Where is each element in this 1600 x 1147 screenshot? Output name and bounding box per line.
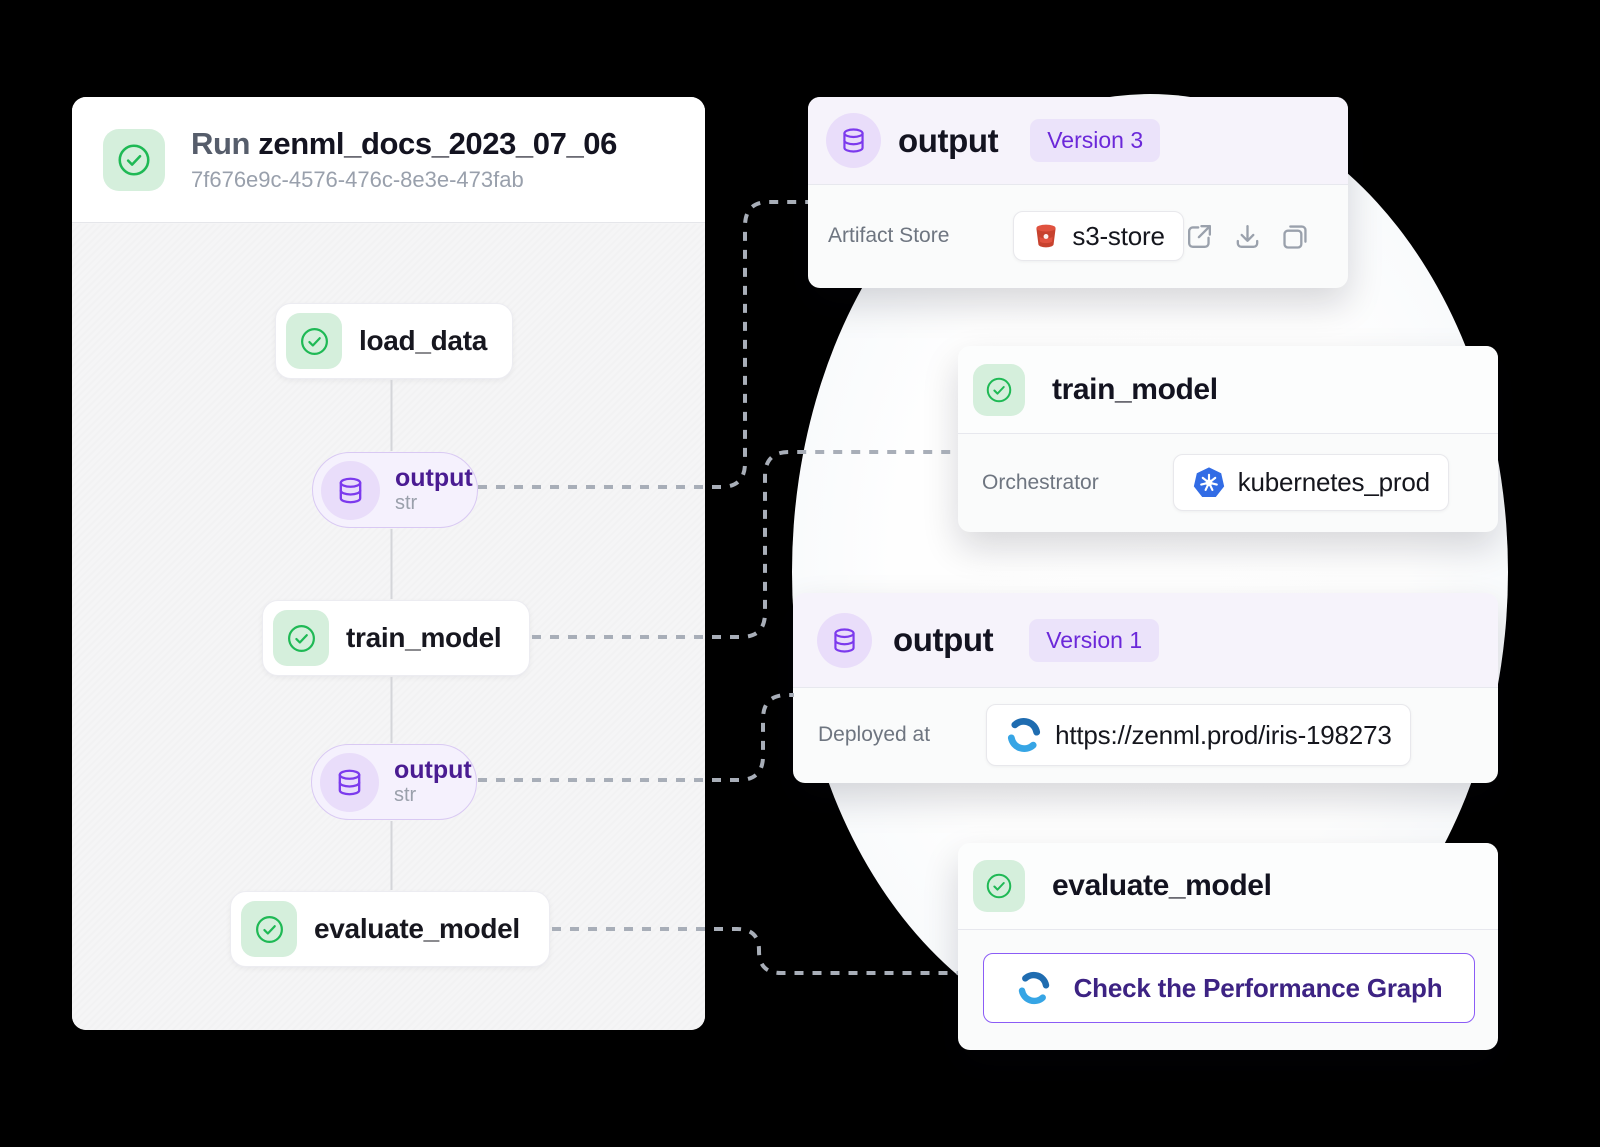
database-icon xyxy=(320,752,379,812)
card-body: Deployed at https://zenml.prod/iris-1982… xyxy=(793,688,1498,782)
card-header: train_model xyxy=(958,346,1498,434)
step-label: evaluate_model xyxy=(314,913,520,944)
field-label: Artifact Store xyxy=(828,224,950,247)
field-label: Deployed at xyxy=(818,723,931,746)
deployment-url-chip[interactable]: https://zenml.prod/iris-198273 xyxy=(986,704,1411,766)
artifact-detail-card-v3: output Version 3 Artifact Store s3-store xyxy=(808,97,1348,288)
card-title: train_model xyxy=(1052,372,1218,406)
artifact-actions xyxy=(1184,221,1311,252)
step-success-check-icon xyxy=(973,860,1025,912)
artifact-label: output xyxy=(395,463,473,492)
chip-label: https://zenml.prod/iris-198273 xyxy=(1055,719,1392,750)
database-icon xyxy=(321,460,380,520)
run-title-name: zenml_docs_2023_07_06 xyxy=(258,126,617,162)
sync-icon xyxy=(1008,718,1041,752)
dag-node-train-model[interactable]: train_model xyxy=(262,600,530,676)
dag-node-output-1[interactable]: output str xyxy=(312,452,478,528)
artifact-type: str xyxy=(395,492,418,515)
sync-icon xyxy=(1018,971,1049,1005)
step-success-check-icon xyxy=(241,901,297,957)
card-title: evaluate_model xyxy=(1052,869,1272,902)
step-detail-card-evaluate: evaluate_model Check the Performance Gra… xyxy=(958,843,1498,1050)
card-body: Orchestrator kubernetes_prod xyxy=(958,434,1498,531)
card-title: output xyxy=(898,121,999,159)
download-button[interactable] xyxy=(1232,221,1263,252)
database-icon xyxy=(817,612,872,668)
database-icon xyxy=(826,113,881,168)
dag-node-evaluate-model[interactable]: evaluate_model xyxy=(230,891,550,967)
card-body: Check the Performance Graph xyxy=(958,930,1498,1049)
step-success-check-icon xyxy=(973,363,1025,416)
external-link-icon xyxy=(1187,224,1211,248)
card-header: evaluate_model xyxy=(958,843,1498,930)
s3-icon xyxy=(1036,224,1056,248)
run-title: Run zenml_docs_2023_07_06 xyxy=(191,126,617,162)
card-title: output xyxy=(893,621,994,658)
step-detail-card-train: train_model Orchestrator kubernetes_prod xyxy=(958,346,1498,532)
run-id: 7f676e9c-4576-476c-8e3e-473fab xyxy=(191,166,524,192)
artifact-texts: output str xyxy=(395,463,473,516)
step-label: load_data xyxy=(359,325,488,356)
button-label: Check the Performance Graph xyxy=(1073,972,1443,1003)
card-header: output Version 1 xyxy=(793,593,1498,688)
card-body: Artifact Store s3-store xyxy=(808,185,1348,287)
dag-node-load-data[interactable]: load_data xyxy=(275,303,513,379)
version-badge: Version 1 xyxy=(1029,618,1160,662)
run-titles: Run zenml_docs_2023_07_06 7f676e9c-4576-… xyxy=(191,126,617,193)
run-header: Run zenml_docs_2023_07_06 7f676e9c-4576-… xyxy=(72,97,705,223)
step-success-check-icon xyxy=(286,313,342,369)
artifact-type: str xyxy=(394,784,417,807)
orchestrator-chip[interactable]: kubernetes_prod xyxy=(1172,454,1449,511)
version-badge: Version 3 xyxy=(1030,119,1161,162)
run-success-check-icon xyxy=(103,128,165,191)
artifact-texts: output str xyxy=(394,755,472,808)
artifact-label: output xyxy=(394,755,472,784)
chip-label: kubernetes_prod xyxy=(1237,467,1430,497)
dag-node-output-2[interactable]: output str xyxy=(311,744,477,820)
field-label: Orchestrator xyxy=(982,470,1099,494)
open-external-button[interactable] xyxy=(1184,221,1215,252)
copy-button[interactable] xyxy=(1280,221,1311,252)
step-success-check-icon xyxy=(273,610,329,666)
check-performance-graph-button[interactable]: Check the Performance Graph xyxy=(983,953,1475,1023)
card-header: output Version 3 xyxy=(808,97,1348,185)
run-title-prefix: Run xyxy=(191,126,259,162)
download-icon xyxy=(1236,224,1259,248)
kubernetes-icon xyxy=(1193,466,1224,497)
artifact-detail-card-v1: output Version 1 Deployed at https://zen… xyxy=(793,593,1498,783)
artifact-store-chip[interactable]: s3-store xyxy=(1013,211,1184,261)
step-label: train_model xyxy=(346,622,502,653)
chip-label: s3-store xyxy=(1072,220,1165,251)
copy-icon xyxy=(1283,224,1307,249)
